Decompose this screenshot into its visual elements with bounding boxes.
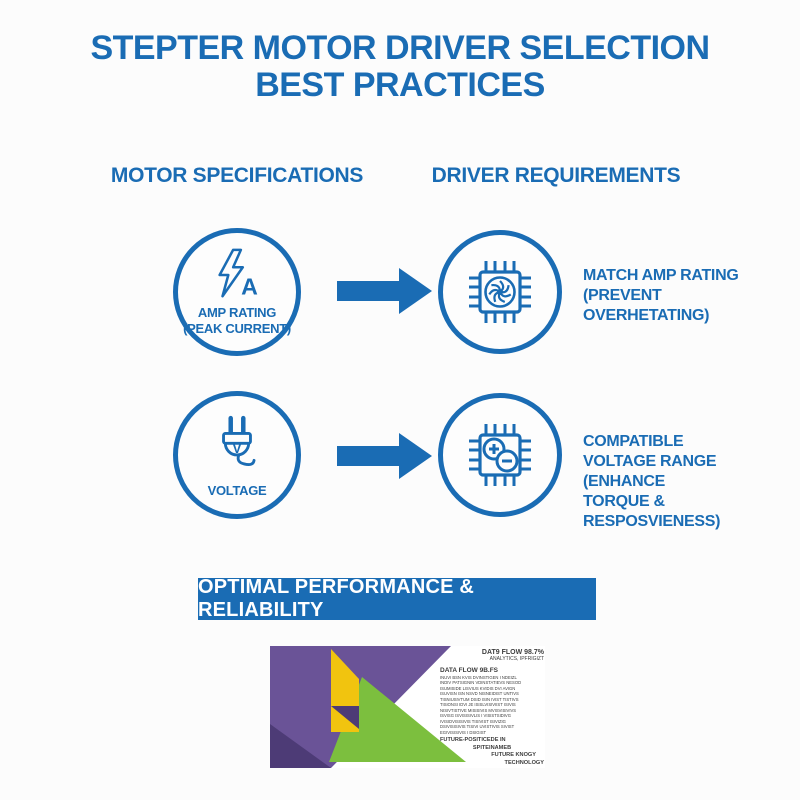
graphic-footer-line-1: FUTURE-POSITICEDE IN (440, 736, 506, 743)
chip-fan-icon (469, 261, 531, 323)
graphic-stat-title: DAT9 FLOW 98.7% (481, 649, 544, 656)
graphic-footer-line-4: TECHNOLOGY (504, 759, 544, 766)
fan-blades (488, 280, 512, 303)
abstract-shapes (270, 646, 466, 768)
graphic-text-block: DAT9 FLOW 98.7% ANALYTICS, IPFRIGIZT DAT… (440, 649, 544, 767)
voltage-letter: V (233, 441, 242, 456)
graphic-stat-subtitle: ANALYTICS, IPFRIGIZT (489, 656, 544, 662)
spec-circle-amp-rating: A AMP RATING (PEAK CURRENT) (173, 228, 301, 356)
dark-purple-triangle (270, 724, 331, 768)
green-triangle (329, 677, 466, 762)
chip-polarity-icon (469, 424, 531, 486)
notch-triangle (331, 706, 359, 729)
req-text-compatible-voltage: COMPATIBLE VOLTAGE RANGE (ENHANCE TORQUE… (583, 433, 721, 530)
right-arrow-icon (337, 433, 432, 479)
graphic-body-text: INUVI BSN KVIS DVINSTIGEN I NDEIZL INDIV… (440, 675, 522, 735)
column-header-motor-specifications: MOTOR SPECIFICATIONS (110, 164, 364, 187)
amp-letter: A (241, 273, 258, 299)
req-circle-chip-fan (438, 230, 562, 354)
lightning-amp-icon: A (218, 248, 258, 299)
footer-graphic: DAT9 FLOW 98.7% ANALYTICS, IPFRIGIZT DAT… (270, 646, 545, 768)
graphic-block-title: DATA FLOW 9B.FS (440, 667, 499, 674)
req-text-match-amp-rating: MATCH AMP RATING (PREVENT OVERHETATING) (583, 267, 739, 324)
spec-label-voltage: VOLTAGE (207, 482, 267, 498)
plug-voltage-icon: V (222, 415, 256, 466)
graphic-footer-line-3: FUTURE KNOGY (491, 752, 536, 759)
req-circle-chip-polarity (438, 393, 562, 517)
graphic-footer-line-2: SPITEINAMEB (472, 744, 512, 751)
banner-optimal-performance: OPTIMAL PERFORMANCE & RELIABILITY (198, 576, 596, 621)
column-header-driver-requirements: DRIVER REQUIREMENTS (431, 164, 681, 187)
spec-label-amp-rating: AMP RATING (PEAK CURRENT) (183, 304, 291, 336)
right-arrow-icon (337, 268, 432, 314)
page-title: STEPTER MOTOR DRIVER SELECTION BEST PRAC… (90, 29, 710, 105)
spec-circle-voltage: V VOLTAGE (173, 391, 301, 519)
